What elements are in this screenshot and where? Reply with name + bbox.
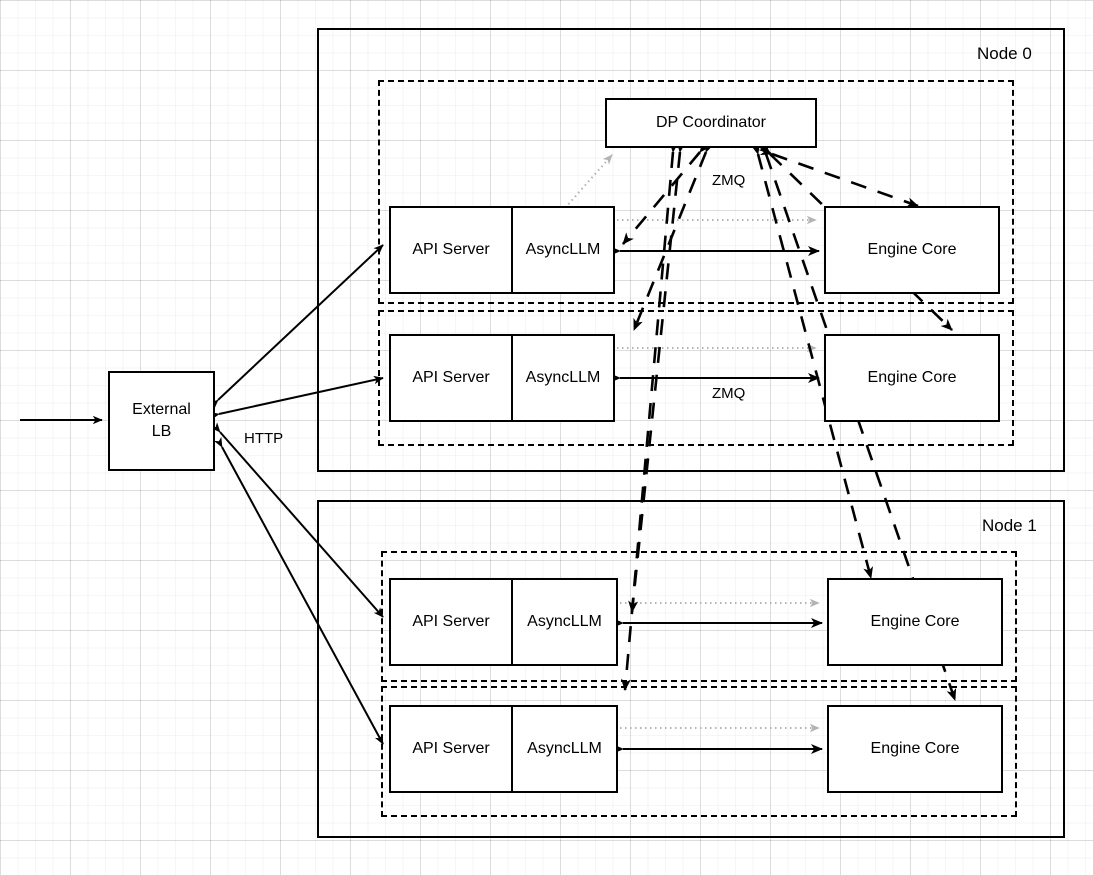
http-label: HTTP [244,430,284,447]
node-1-dp-group-1 [381,686,1017,817]
asyncllm-n1-0[interactable]: AsyncLLM [513,580,616,664]
engine-core-label: Engine Core [867,241,957,258]
api-server-label: API Server [412,369,490,386]
engine-core-n1-1[interactable]: Engine Core [827,705,1003,793]
api-server-asyncllm-n1-1[interactable]: API Server AsyncLLM [389,705,618,793]
node-1-dp-group-0 [381,551,1017,682]
asyncllm-label: AsyncLLM [525,369,601,386]
asyncllm-label: AsyncLLM [527,740,602,757]
api-server-label: API Server [412,241,490,258]
node-1-label: Node 1 [982,516,1037,535]
engine-core-label: Engine Core [870,740,960,757]
node-0-dp-group-0 [378,80,1014,304]
dp-coordinator-label: DP Coordinator [656,114,766,131]
node-0-container [317,28,1065,472]
api-server-n1-0[interactable]: API Server [391,580,513,664]
node-0-dp-group-1 [378,310,1014,446]
dp-coordinator-box[interactable]: DP Coordinator [605,98,817,148]
zmq-label-top: ZMQ [712,172,746,189]
external-lb-label-line2: LB [151,423,172,440]
api-server-asyncllm-n0-0[interactable]: API Server AsyncLLM [389,206,615,294]
engine-core-label: Engine Core [867,369,957,386]
engine-core-n0-1[interactable]: Engine Core [824,334,1000,422]
asyncllm-label: AsyncLLM [525,241,601,258]
engine-core-n0-0[interactable]: Engine Core [824,206,1000,294]
api-server-asyncllm-n0-1[interactable]: API Server AsyncLLM [389,334,615,422]
api-server-n0-1[interactable]: API Server [391,336,513,420]
asyncllm-label: AsyncLLM [527,613,602,630]
asyncllm-n1-1[interactable]: AsyncLLM [513,707,616,791]
node-0-label: Node 0 [977,44,1032,63]
api-server-n0-0[interactable]: API Server [391,208,513,292]
api-server-asyncllm-n1-0[interactable]: API Server AsyncLLM [389,578,618,666]
api-server-n1-1[interactable]: API Server [391,707,513,791]
api-server-label: API Server [412,613,490,630]
external-lb-box[interactable]: External LB [108,371,215,471]
zmq-label-bottom: ZMQ [712,385,746,402]
asyncllm-n0-0[interactable]: AsyncLLM [513,208,613,292]
external-lb-label-line1: External [132,401,191,419]
api-server-label: API Server [412,740,490,757]
asyncllm-n0-1[interactable]: AsyncLLM [513,336,613,420]
engine-core-n1-0[interactable]: Engine Core [827,578,1003,666]
engine-core-label: Engine Core [870,613,960,630]
node-1-container [317,500,1065,838]
